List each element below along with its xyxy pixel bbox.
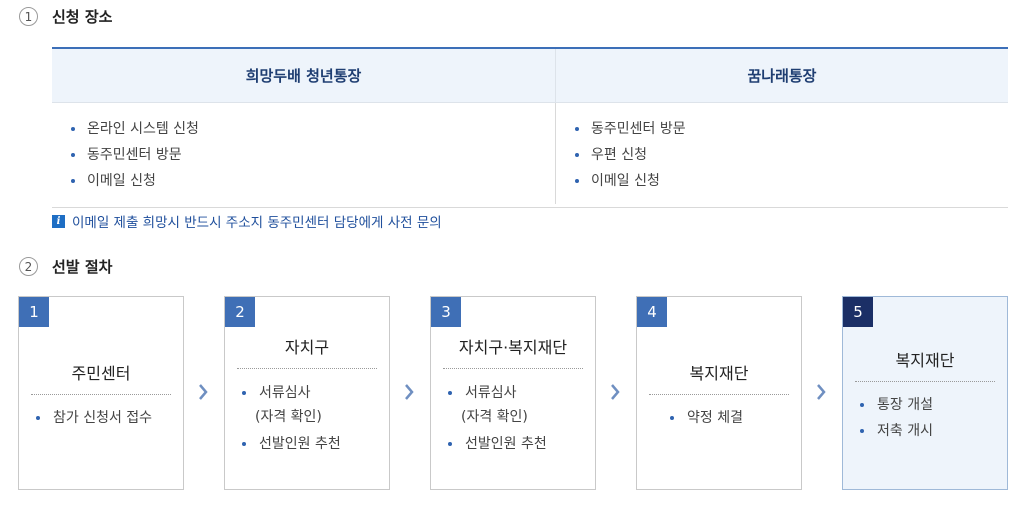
section-number: 2 [19, 257, 38, 276]
section-title: 선발 절차 [52, 258, 113, 276]
list-item: 온라인 시스템 신청 [70, 116, 555, 142]
step-card-5: 5 복지재단 통장 개설 저축 개시 [842, 296, 1008, 490]
chevron-right-icon [817, 384, 826, 400]
table-column-youth-account: 온라인 시스템 신청 동주민센터 방문 이메일 신청 [52, 103, 556, 204]
list-item: 이메일 신청 [70, 168, 555, 194]
step-number: 1 [19, 297, 49, 327]
step-item: 참가 신청서 접수 [33, 406, 177, 430]
step-number: 2 [225, 297, 255, 327]
list-item: 동주민센터 방문 [70, 142, 555, 168]
section-number: 1 [19, 7, 38, 26]
step-item: 선발인원 추천 [445, 432, 589, 456]
info-note-text: 이메일 제출 희망시 반드시 주소지 동주민센터 담당에게 사전 문의 [72, 215, 442, 231]
step-number: 4 [637, 297, 667, 327]
chevron-right-icon [199, 384, 208, 400]
table-column-dream-account: 동주민센터 방문 우편 신청 이메일 신청 [556, 103, 1008, 204]
list-item: 이메일 신청 [574, 168, 1008, 194]
info-icon: i [52, 214, 65, 228]
step-item-text: 선발인원 추천 [465, 436, 547, 452]
section-header-apply-place: 1 신청 장소 [19, 6, 112, 27]
section-header-selection-process: 2 선발 절차 [19, 256, 112, 277]
step-card-1: 1 주민센터 참가 신청서 접수 [18, 296, 184, 490]
step-item: 선발인원 추천 [239, 432, 383, 456]
step-title: 자치구·복지재단 [443, 334, 583, 369]
chevron-right-icon [405, 384, 414, 400]
step-item-subtext: (자격 확인) [255, 409, 322, 425]
apply-place-table: 희망두배 청년통장 꿈나래통장 온라인 시스템 신청 동주민센터 방문 이메일 … [52, 47, 1008, 208]
step-number: 3 [431, 297, 461, 327]
step-item-text: 저축 개시 [877, 423, 933, 439]
info-note: i 이메일 제출 희망시 반드시 주소지 동주민센터 담당에게 사전 문의 [52, 211, 442, 231]
step-number: 5 [843, 297, 873, 327]
list-item: 동주민센터 방문 [574, 116, 1008, 142]
step-item-subtext: (자격 확인) [461, 409, 528, 425]
step-item: 저축 개시 [857, 419, 1001, 443]
step-item: 서류심사 (자격 확인) [445, 381, 589, 429]
list-item: 우편 신청 [574, 142, 1008, 168]
step-item-text: 서류심사 [259, 385, 311, 401]
step-title: 복지재단 [855, 347, 995, 382]
step-item-text: 선발인원 추천 [259, 436, 341, 452]
table-body: 온라인 시스템 신청 동주민센터 방문 이메일 신청 동주민센터 방문 우편 신… [52, 103, 1008, 204]
step-item-text: 통장 개설 [877, 397, 933, 413]
table-header-youth-account: 희망두배 청년통장 [52, 49, 556, 102]
step-item-text: 참가 신청서 접수 [53, 410, 153, 426]
step-item: 약정 체결 [667, 406, 795, 430]
step-title: 주민센터 [31, 360, 171, 395]
step-title: 복지재단 [649, 360, 789, 395]
chevron-right-icon [611, 384, 620, 400]
step-item-text: 약정 체결 [687, 410, 743, 426]
table-header: 희망두배 청년통장 꿈나래통장 [52, 49, 1008, 103]
step-card-4: 4 복지재단 약정 체결 [636, 296, 802, 490]
step-item-text: 서류심사 [465, 385, 517, 401]
step-title: 자치구 [237, 334, 377, 369]
section-title: 신청 장소 [52, 8, 113, 26]
step-item: 통장 개설 [857, 393, 1001, 417]
table-header-dream-account: 꿈나래통장 [747, 67, 817, 85]
step-item: 서류심사 (자격 확인) [239, 381, 383, 429]
step-card-2: 2 자치구 서류심사 (자격 확인) 선발인원 추천 [224, 296, 390, 490]
step-card-3: 3 자치구·복지재단 서류심사 (자격 확인) 선발인원 추천 [430, 296, 596, 490]
